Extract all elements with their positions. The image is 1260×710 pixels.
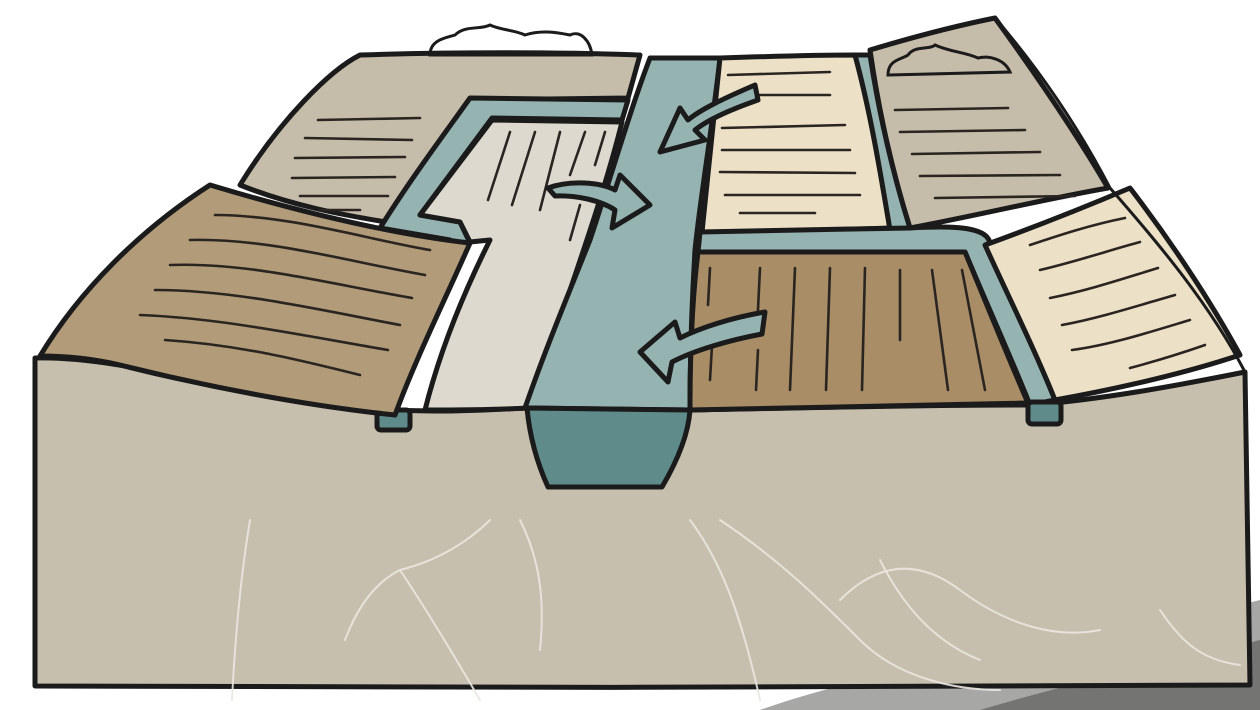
ditch-outlet-right [1028, 402, 1061, 424]
main-channel-section [527, 408, 690, 487]
